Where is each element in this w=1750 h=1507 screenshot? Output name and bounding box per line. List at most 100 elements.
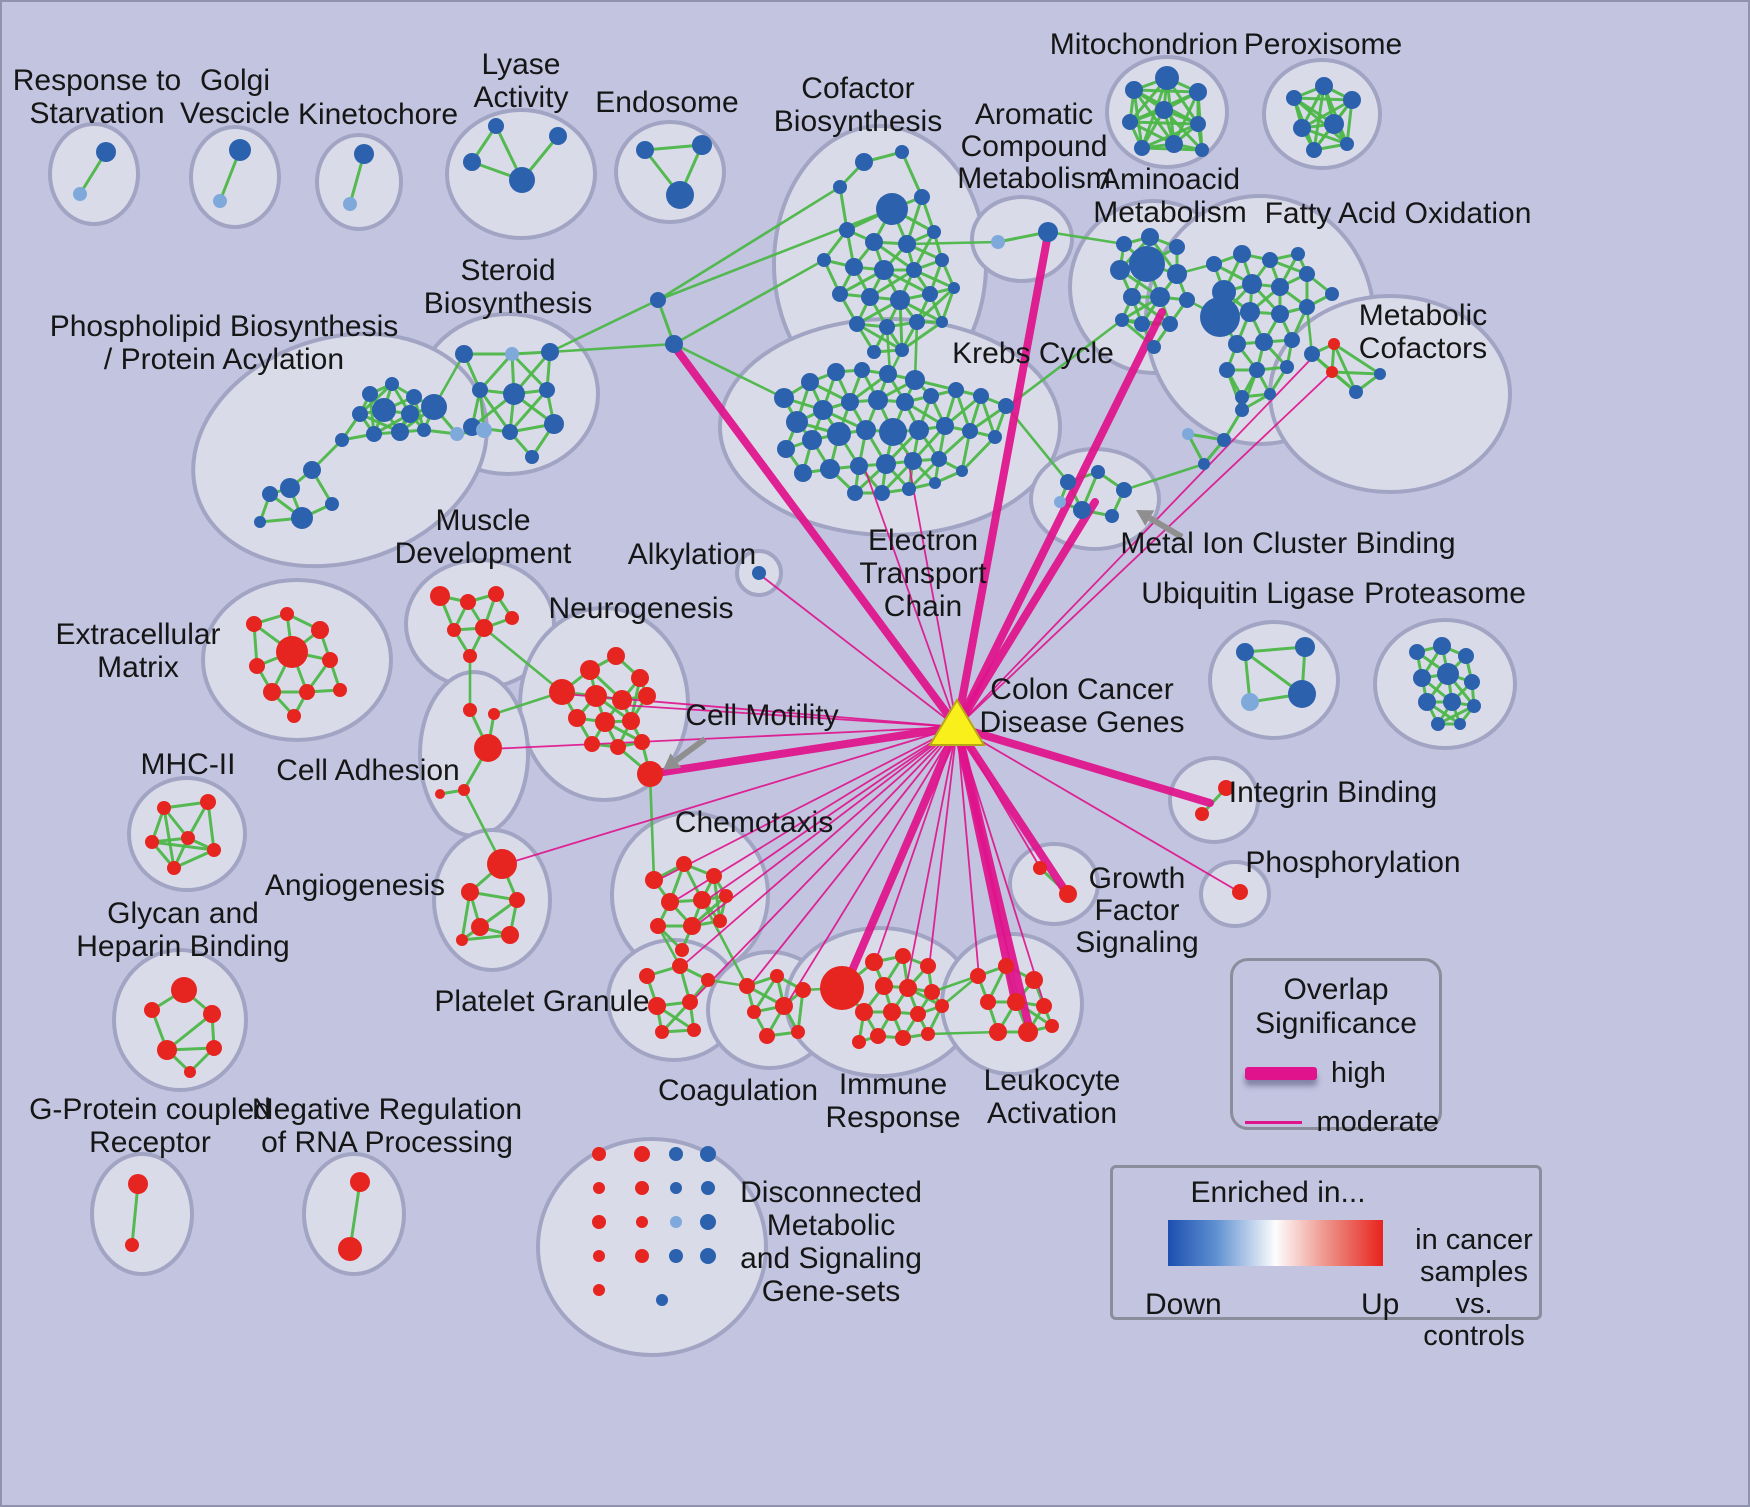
cluster-label: Ubiquitin Ligase [1141, 577, 1354, 610]
gene-set-node [638, 687, 656, 705]
gene-set-node [406, 389, 422, 405]
gene-set-node [670, 1216, 682, 1228]
gene-set-node [706, 868, 722, 884]
gene-set-node [948, 282, 960, 294]
gene-set-node [920, 958, 936, 974]
gene-set-node [1165, 135, 1183, 153]
cluster-label: Phospholipid Biosynthesis/ Protein Acyla… [50, 310, 399, 376]
gene-set-node [1343, 91, 1361, 109]
gene-set-node [612, 690, 632, 710]
gene-set-node [610, 739, 626, 755]
gene-set-node [876, 454, 896, 474]
pointer-arrow [1148, 515, 1184, 540]
gene-set-node [1105, 509, 1119, 523]
gene-set-node [861, 288, 879, 306]
gene-set-node [1240, 302, 1260, 322]
gene-set-node [752, 566, 766, 580]
gene-set-node [634, 734, 650, 750]
gene-set-node [820, 966, 864, 1010]
inter-cluster-edge [548, 298, 660, 354]
gene-set-node [1091, 465, 1105, 479]
gene-set-node [450, 427, 464, 441]
gene-set-node [1150, 287, 1170, 307]
gene-set-node [1235, 403, 1249, 417]
gene-set-node [936, 316, 948, 328]
gene-set-node [1431, 717, 1445, 731]
gene-set-node [1018, 1022, 1038, 1042]
gene-set-node [683, 917, 701, 935]
gene-set-node [1271, 305, 1289, 323]
moderate-significance-line-sample [1245, 1121, 1303, 1124]
gene-set-node [839, 222, 855, 238]
gene-set-overlap-edge [1292, 96, 1349, 146]
gene-set-node [1134, 316, 1150, 332]
gene-set-node [280, 478, 300, 498]
disease-overlap-edge-moderate [784, 726, 958, 1008]
cluster-label: Peroxisome [1244, 28, 1402, 61]
gene-set-node [648, 997, 666, 1015]
cluster-ellipse-ubiquitin-ligase [1208, 620, 1340, 740]
gene-set-node [311, 621, 329, 639]
gene-set-node [874, 260, 894, 280]
gene-set-node [656, 1294, 668, 1306]
gene-set-node [669, 1147, 683, 1161]
gene-set-node [1286, 90, 1302, 106]
high-label: high [1331, 1057, 1386, 1089]
inter-cluster-edge [1122, 462, 1206, 492]
gene-set-node [855, 153, 873, 171]
gene-set-node [488, 708, 500, 720]
gene-set-node [739, 978, 755, 994]
gene-set-node [700, 1146, 716, 1162]
gene-set-node [1249, 362, 1265, 378]
legend-row-high: high [1245, 1057, 1439, 1090]
gene-set-node [1116, 482, 1132, 498]
cluster-ellipse-glycan-heparin-binding [112, 948, 248, 1092]
gene-set-node [770, 969, 784, 983]
gene-set-node [1045, 1019, 1059, 1033]
gene-set-node [1326, 366, 1338, 378]
gene-set-node [1219, 362, 1235, 378]
gene-set-node [998, 958, 1014, 974]
gene-set-node [898, 235, 916, 253]
cluster-label: Proteasome [1364, 577, 1526, 610]
gene-set-node [144, 1002, 160, 1018]
gene-set-node [303, 461, 321, 479]
gene-set-node [1288, 680, 1316, 708]
cluster-label: Krebs Cycle [952, 337, 1114, 370]
gene-set-node [852, 1035, 866, 1049]
gene-set-node [372, 398, 396, 422]
inter-cluster-edge [905, 240, 1000, 246]
gene-set-node [650, 292, 666, 308]
gene-set-node [1235, 390, 1249, 404]
cluster-label: Coagulation [658, 1074, 818, 1107]
gene-set-node [719, 889, 733, 903]
gene-set-node [1409, 644, 1425, 660]
gene-set-node [905, 370, 925, 390]
gene-set-node [502, 424, 518, 440]
gene-set-node [847, 485, 863, 501]
gene-set-node [1189, 83, 1207, 101]
gene-set-node [1291, 247, 1305, 261]
gene-set-node [774, 388, 794, 408]
gene-set-node [759, 1028, 775, 1044]
gene-set-node [989, 1023, 1007, 1041]
gene-set-node [1443, 693, 1461, 711]
layer-overlapLow [488, 357, 1333, 1008]
disease-overlap-edge-moderate [956, 357, 1313, 728]
inter-cluster-edge [648, 772, 656, 882]
gene-set-node [1179, 292, 1195, 308]
gene-set-node [1280, 360, 1294, 374]
disease-overlap-edge-moderate [928, 726, 958, 969]
gene-set-node [592, 1215, 606, 1229]
inter-cluster-edge [656, 207, 894, 302]
disease-overlap-edge-moderate [865, 471, 958, 728]
gene-set-overlap-edge [940, 286, 956, 324]
gene-set-node [666, 181, 694, 209]
gene-set-node [325, 497, 339, 511]
inter-cluster-edge [672, 342, 784, 399]
